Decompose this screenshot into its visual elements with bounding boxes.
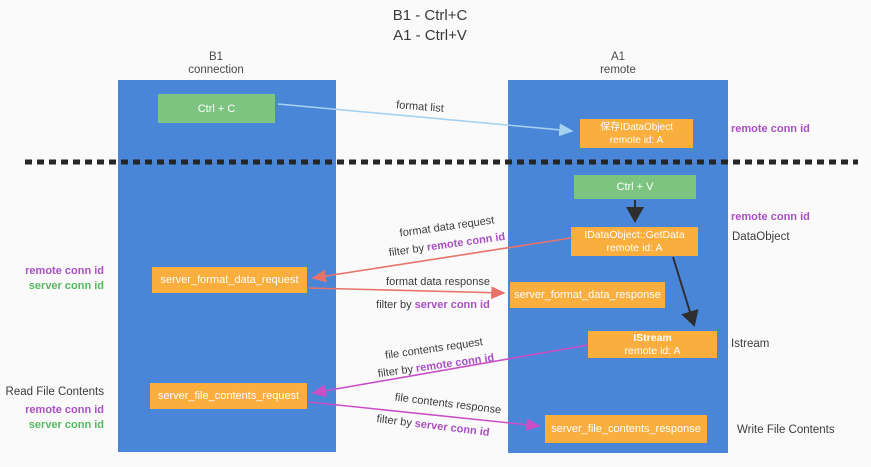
node-getdata-line1: IDataObject::GetData [584,228,685,241]
annotation-format-conn-ids: remote conn id server conn id [0,264,104,294]
node-server-format-data-response-label: server_format_data_response [514,288,661,301]
annotation-file-server-conn-id: server conn id [28,419,104,431]
label-format-data-response: format data response [386,276,490,288]
node-save-idataobject-line1: 保存IDataObject [600,121,673,133]
node-server-format-data-request-label: server_format_data_request [160,273,299,286]
annotation-format-server-conn-id: server conn id [28,280,104,292]
annotation-read-file-contents: Read File Contents [5,386,104,398]
title-line-1: B1 - Ctrl+C [392,7,468,24]
title-line-2: A1 - Ctrl+V [393,27,467,44]
filter-key-remote-1: remote conn id [426,230,506,254]
annotation-remote-conn-id-top: remote conn id [731,123,810,135]
node-ctrl-v: Ctrl + V [574,175,696,199]
filter-by-text-4: filter by [375,413,413,430]
annotation-read-file-contents-block: Read File Contents remote conn id server… [0,385,104,433]
lane-b1-name: B1 [208,51,224,63]
node-server-format-data-request: server_format_data_request [152,267,307,293]
node-getdata-line2: remote id: A [606,241,663,254]
annotation-dataobject: DataObject [732,231,790,243]
node-ctrl-c: Ctrl + C [158,94,275,123]
node-server-file-contents-response-label: server_file_contents_response [551,422,701,435]
filter-by-text-1: filter by [388,242,425,260]
filter-key-server-1: server conn id [414,299,490,311]
filter-by-text-3: filter by [377,363,414,381]
label-file-contents-response: file contents response [394,391,502,417]
node-ctrl-c-label: Ctrl + C [197,102,236,115]
annotation-write-file-contents: Write File Contents [737,424,835,436]
node-istream-line1: IStream [633,331,672,344]
node-idataobject-getdata: IDataObject::GetData remote id: A [571,227,698,256]
lane-a1-subtitle: remote [600,64,636,76]
node-server-format-data-response: server_format_data_response [510,282,665,308]
node-ctrl-v-label: Ctrl + V [616,181,654,193]
lane-header-b1: B1 connection [156,51,276,77]
annotation-istream: Istream [731,338,770,350]
lane-a1-name: A1 [610,51,626,63]
filter-by-text-2: filter by [376,299,412,311]
diagram-title: B1 - Ctrl+C A1 - Ctrl+V [300,6,560,46]
node-save-idataobject: 保存IDataObject remote id: A [580,119,693,148]
label-format-list: format list [395,99,445,115]
node-istream: IStream remote id: A [588,331,717,358]
node-istream-line2: remote id: A [624,344,681,357]
node-server-file-contents-request: server_file_contents_request [150,383,307,409]
annotation-remote-conn-id-mid: remote conn id [731,211,810,223]
node-server-file-contents-response: server_file_contents_response [545,415,707,443]
annotation-file-remote-conn-id: remote conn id [25,404,104,416]
lane-header-a1: A1 remote [558,51,678,77]
format-data-response-arrow [308,286,506,300]
node-server-file-contents-request-label: server_file_contents_request [157,389,300,402]
filter-key-server-2: server conn id [414,417,491,439]
annotation-format-remote-conn-id: remote conn id [25,265,104,277]
lane-b1-subtitle: connection [188,64,244,76]
node-save-idataobject-line2: remote id: A [609,134,664,146]
